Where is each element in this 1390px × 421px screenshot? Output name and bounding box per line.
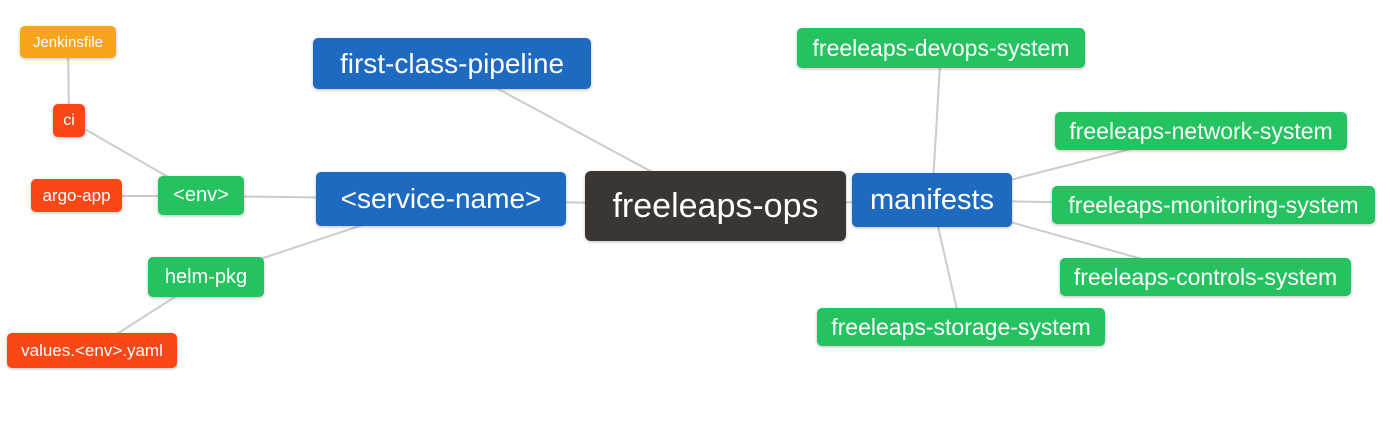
node-freeleaps-controls-system[interactable]: freeleaps-controls-system [1060, 258, 1351, 296]
node-freeleaps-network-system[interactable]: freeleaps-network-system [1055, 112, 1347, 150]
node-ci[interactable]: ci [53, 104, 85, 137]
node-values-env-yaml[interactable]: values.<env>.yaml [7, 333, 177, 368]
node-jenkinsfile[interactable]: Jenkinsfile [20, 26, 116, 58]
node-freeleaps-devops-system[interactable]: freeleaps-devops-system [797, 28, 1085, 68]
node-service-name[interactable]: <service-name> [316, 172, 566, 226]
node-argo-app[interactable]: argo-app [31, 179, 122, 212]
node-freeleaps-storage-system[interactable]: freeleaps-storage-system [817, 308, 1105, 346]
node-freeleaps-monitoring-system[interactable]: freeleaps-monitoring-system [1052, 186, 1375, 224]
node-helm-pkg[interactable]: helm-pkg [148, 257, 264, 297]
node-freeleaps-ops-root[interactable]: freeleaps-ops [585, 171, 846, 241]
node-env[interactable]: <env> [158, 176, 244, 215]
node-manifests[interactable]: manifests [852, 173, 1012, 227]
node-first-class-pipeline[interactable]: first-class-pipeline [313, 38, 591, 89]
